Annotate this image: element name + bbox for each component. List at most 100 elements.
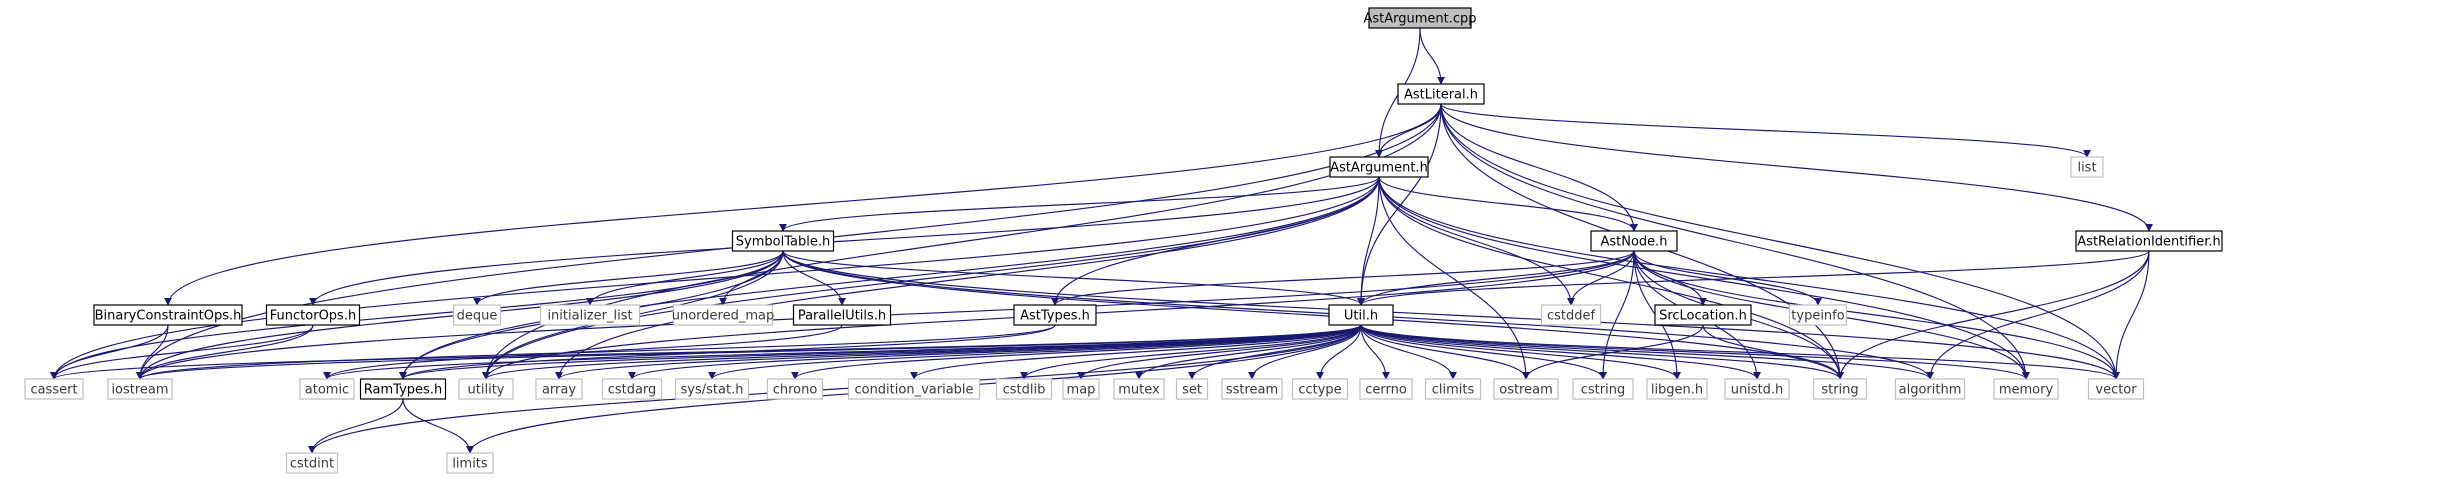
node-box bbox=[1397, 83, 1485, 105]
node-label: ostream bbox=[1499, 383, 1553, 398]
node-astrelationidentifier_h[interactable]: AstRelationIdentifier.h bbox=[2075, 230, 2223, 252]
node-limits: limits bbox=[446, 452, 494, 474]
edge-util_h-to-atomic bbox=[323, 324, 1362, 380]
node-label: AstArgument.cpp bbox=[1363, 12, 1476, 27]
node-unordered_map: unordered_map bbox=[672, 304, 774, 326]
edge-binaryconstraintops_h-to-cassert bbox=[50, 324, 169, 380]
edge-astliteral_h-to-astnode_h bbox=[1440, 103, 1639, 232]
node-box bbox=[285, 452, 339, 474]
edge-symboltable_h-to-string bbox=[782, 250, 1844, 380]
node-box bbox=[1654, 304, 1752, 326]
node-label: list bbox=[2077, 161, 2096, 176]
node-box bbox=[1812, 378, 1868, 400]
node-sys_stat_h: sys/stat.h bbox=[674, 378, 750, 400]
edge-util_h-to-cstring bbox=[1360, 324, 1607, 380]
edge-symboltable_h-to-vector bbox=[782, 250, 2120, 380]
node-box bbox=[1424, 378, 1482, 400]
edge-astnode_h-to-typeinfo bbox=[1633, 250, 1822, 306]
node-sstream: sstream bbox=[1221, 378, 1283, 400]
node-label: AstNode.h bbox=[1600, 235, 1667, 250]
node-box bbox=[2075, 230, 2223, 252]
edge-astargument_h-to-astnode_h bbox=[1378, 176, 1638, 232]
edge-astliteral_h-to-astrelationidentifier_h bbox=[1440, 103, 2153, 232]
node-label: cerrno bbox=[1365, 383, 1407, 398]
node-box bbox=[1221, 378, 1283, 400]
edge-functorops_h-to-iostream bbox=[136, 324, 314, 380]
edge-astargument_h-to-string bbox=[1378, 176, 1844, 380]
edge-util_h-to-map bbox=[1077, 324, 1362, 380]
edge-astargument_h-to-array bbox=[555, 176, 1380, 380]
edge-astrelationidentifier_h-to-string bbox=[1836, 250, 2150, 380]
node-label: map bbox=[1067, 383, 1096, 398]
node-chrono: chrono bbox=[766, 378, 824, 400]
node-asttypes_h[interactable]: AstTypes.h bbox=[1013, 304, 1097, 326]
node-layer: AstArgument.cppAstLiteral.hAstArgument.h… bbox=[24, 7, 2223, 474]
edge-astrelationidentifier_h-to-algorithm bbox=[1925, 250, 2150, 380]
node-label: typeinfo bbox=[1791, 309, 1844, 324]
node-label: unistd.h bbox=[1731, 383, 1784, 398]
node-libgen_h: libgen.h bbox=[1646, 378, 1708, 400]
edge-astnode_h-to-vector bbox=[1633, 250, 2120, 380]
edge-util_h-to-memory bbox=[1360, 324, 2030, 380]
node-cassert: cassert bbox=[24, 378, 84, 400]
edge-util_h-to-array bbox=[555, 324, 1362, 380]
edge-astnode_h-to-util_h bbox=[1357, 250, 1635, 306]
node-label: cstdarg bbox=[608, 383, 657, 398]
node-label: Util.h bbox=[1344, 309, 1378, 324]
node-deque: deque bbox=[452, 304, 502, 326]
node-srclocation_h[interactable]: SrcLocation.h bbox=[1654, 304, 1752, 326]
node-box bbox=[93, 304, 243, 326]
edge-symboltable_h-to-parallelutils_h bbox=[782, 250, 847, 306]
edge-symboltable_h-to-util_h bbox=[782, 250, 1365, 306]
node-unistd_h: unistd.h bbox=[1724, 378, 1790, 400]
node-label: string bbox=[1821, 383, 1858, 398]
edge-util_h-to-sstream bbox=[1248, 324, 1362, 380]
node-label: algorithm bbox=[1899, 383, 1962, 398]
node-label: AstTypes.h bbox=[1020, 309, 1090, 324]
node-label: cstdint bbox=[290, 457, 334, 472]
edge-astrelationidentifier_h-to-util_h bbox=[1357, 250, 2150, 306]
node-box bbox=[731, 230, 835, 252]
edge-util_h-to-sys_stat_h bbox=[708, 324, 1362, 380]
node-astnode_h[interactable]: AstNode.h bbox=[1590, 230, 1678, 252]
node-cstddef: cstddef bbox=[1540, 304, 1602, 326]
node-box bbox=[1359, 378, 1413, 400]
node-symboltable_h[interactable]: SymbolTable.h bbox=[731, 230, 835, 252]
node-box bbox=[674, 378, 750, 400]
node-binaryconstraintops_h[interactable]: BinaryConstraintOps.h bbox=[93, 304, 243, 326]
node-util_h[interactable]: Util.h bbox=[1328, 304, 1394, 326]
node-box bbox=[2087, 378, 2145, 400]
node-astargument_h[interactable]: AstArgument.h bbox=[1329, 156, 1429, 178]
edge-util_h-to-string bbox=[1360, 324, 1844, 380]
edge-astnode_h-to-asttypes_h bbox=[1051, 250, 1635, 306]
node-functorops_h[interactable]: FunctorOps.h bbox=[265, 304, 361, 326]
node-cstdint: cstdint bbox=[285, 452, 339, 474]
edge-astargument_h-to-utility bbox=[482, 176, 1380, 380]
node-box bbox=[1788, 304, 1848, 326]
edge-astliteral_h-to-binaryconstraintops_h bbox=[164, 103, 1442, 306]
edge-astargument_h-to-cassert bbox=[50, 176, 1380, 380]
node-label: limits bbox=[452, 457, 488, 472]
node-label: ParallelUtils.h bbox=[798, 309, 886, 324]
node-label: atomic bbox=[305, 383, 349, 398]
node-memory: memory bbox=[1993, 378, 2059, 400]
edge-util_h-to-mutex bbox=[1135, 324, 1362, 380]
edge-util_h-to-chrono bbox=[791, 324, 1362, 380]
edge-util_h-to-ostream bbox=[1360, 324, 1530, 380]
node-parallelutils_h[interactable]: ParallelUtils.h bbox=[792, 304, 892, 326]
node-label: memory bbox=[1999, 383, 2054, 398]
node-vector: vector bbox=[2087, 378, 2145, 400]
node-box bbox=[1013, 304, 1097, 326]
edge-util_h-to-unistd_h bbox=[1360, 324, 1761, 380]
node-box bbox=[1329, 156, 1429, 178]
edge-ramtypes_h-to-cstdint bbox=[307, 398, 404, 454]
node-ramtypes_h[interactable]: RamTypes.h bbox=[359, 378, 447, 400]
node-box bbox=[446, 452, 494, 474]
node-label: libgen.h bbox=[1651, 383, 1703, 398]
node-box bbox=[792, 304, 892, 326]
node-astliteral_h[interactable]: AstLiteral.h bbox=[1397, 83, 1485, 105]
node-box bbox=[359, 378, 447, 400]
node-box bbox=[847, 378, 981, 400]
node-box bbox=[1328, 304, 1394, 326]
